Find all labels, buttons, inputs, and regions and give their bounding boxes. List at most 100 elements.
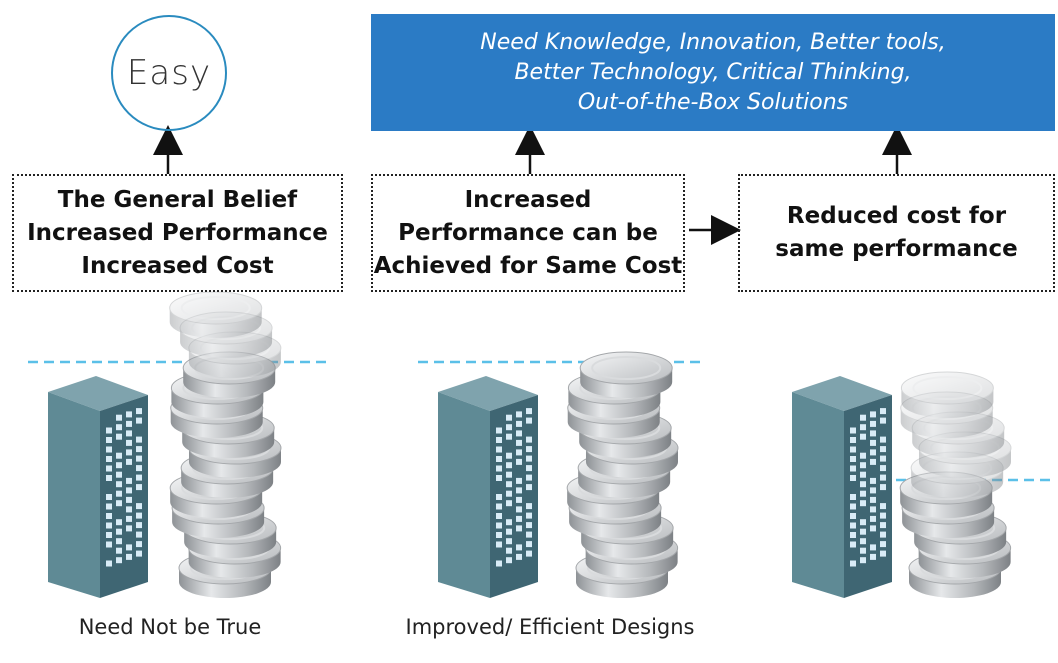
- window: [126, 544, 132, 551]
- window: [526, 465, 532, 472]
- window: [516, 515, 522, 522]
- window: [516, 458, 522, 465]
- window: [870, 439, 876, 446]
- window: [116, 519, 122, 526]
- window: [116, 528, 122, 535]
- window: [870, 430, 876, 437]
- window: [496, 494, 502, 500]
- reduced-cost-box: Reduced cost for same performance: [738, 174, 1055, 292]
- window: [860, 490, 866, 497]
- caption-middle: Improved/ Efficient Designs: [405, 615, 695, 639]
- window: [870, 420, 876, 427]
- window: [506, 481, 512, 488]
- window: [136, 446, 142, 453]
- window: [136, 550, 142, 557]
- window: [526, 408, 532, 415]
- window: [126, 515, 132, 522]
- box-line: Increased Performance: [27, 219, 328, 246]
- box-line: The General Belief: [57, 186, 298, 213]
- window: [526, 484, 532, 491]
- window: [870, 411, 876, 418]
- box-line: Performance can be: [398, 219, 658, 246]
- window: [116, 424, 122, 431]
- window: [496, 446, 502, 453]
- window: [870, 477, 876, 484]
- window: [880, 465, 886, 472]
- window: [506, 547, 512, 554]
- window: [506, 471, 512, 478]
- window: [516, 496, 522, 503]
- window: [496, 532, 502, 538]
- window: [516, 449, 522, 456]
- window: [136, 436, 142, 443]
- window: [506, 528, 512, 535]
- window: [880, 484, 886, 491]
- window: [850, 560, 856, 567]
- window: [106, 446, 112, 453]
- window: [860, 414, 866, 421]
- banner-line: Better Technology, Critical Thinking,: [514, 59, 912, 85]
- window: [126, 458, 132, 465]
- window: [506, 490, 512, 497]
- window: [106, 427, 112, 434]
- window: [850, 513, 856, 519]
- window: [526, 436, 532, 443]
- window: [516, 439, 522, 446]
- window: [106, 522, 112, 529]
- window: [850, 532, 856, 538]
- window: [880, 503, 886, 510]
- window: [116, 414, 122, 421]
- window: [136, 503, 142, 510]
- banner-line: Need Knowledge, Innovation, Better tools…: [480, 29, 946, 55]
- window: [880, 436, 886, 443]
- window: [860, 538, 866, 545]
- window: [506, 519, 512, 526]
- window: [850, 541, 856, 548]
- window: [880, 408, 886, 415]
- window: [126, 525, 132, 532]
- window: [850, 494, 856, 500]
- window: [860, 471, 866, 478]
- requirements-banner: Need Knowledge, Innovation, Better tools…: [371, 14, 1055, 131]
- window: [496, 503, 502, 510]
- window: [506, 500, 512, 507]
- coin-stack-icon: [169, 291, 282, 598]
- window: [516, 487, 522, 494]
- window: [116, 500, 122, 507]
- window: [126, 420, 132, 427]
- window: [870, 449, 876, 456]
- window: [506, 424, 512, 431]
- building-icon: [48, 376, 148, 598]
- window: [870, 506, 876, 513]
- window: [136, 531, 142, 538]
- window: [870, 544, 876, 551]
- window: [516, 544, 522, 551]
- window: [870, 515, 876, 522]
- easy-label: Easy: [126, 53, 212, 93]
- window: [496, 437, 502, 443]
- window: [506, 538, 512, 545]
- increased-performance-box: Increased Performance can be Achieved fo…: [371, 174, 685, 292]
- window: [136, 408, 142, 415]
- box-line: same performance: [775, 236, 1018, 262]
- window: [136, 484, 142, 491]
- window: [496, 475, 502, 481]
- window: [870, 525, 876, 532]
- window: [860, 528, 866, 535]
- banner-line: Out-of-the-Box Solutions: [577, 89, 849, 115]
- window: [506, 414, 512, 421]
- window: [516, 506, 522, 513]
- window: [880, 417, 886, 424]
- window: [870, 553, 876, 560]
- window: [870, 487, 876, 494]
- coin-stack-icon: [899, 371, 1012, 598]
- window: [526, 541, 532, 548]
- window: [126, 553, 132, 560]
- window: [880, 474, 886, 481]
- window: [850, 522, 856, 529]
- window: [526, 512, 532, 519]
- window: [526, 455, 532, 462]
- window: [850, 446, 856, 453]
- window: [860, 500, 866, 507]
- box-line: Increased: [464, 186, 592, 213]
